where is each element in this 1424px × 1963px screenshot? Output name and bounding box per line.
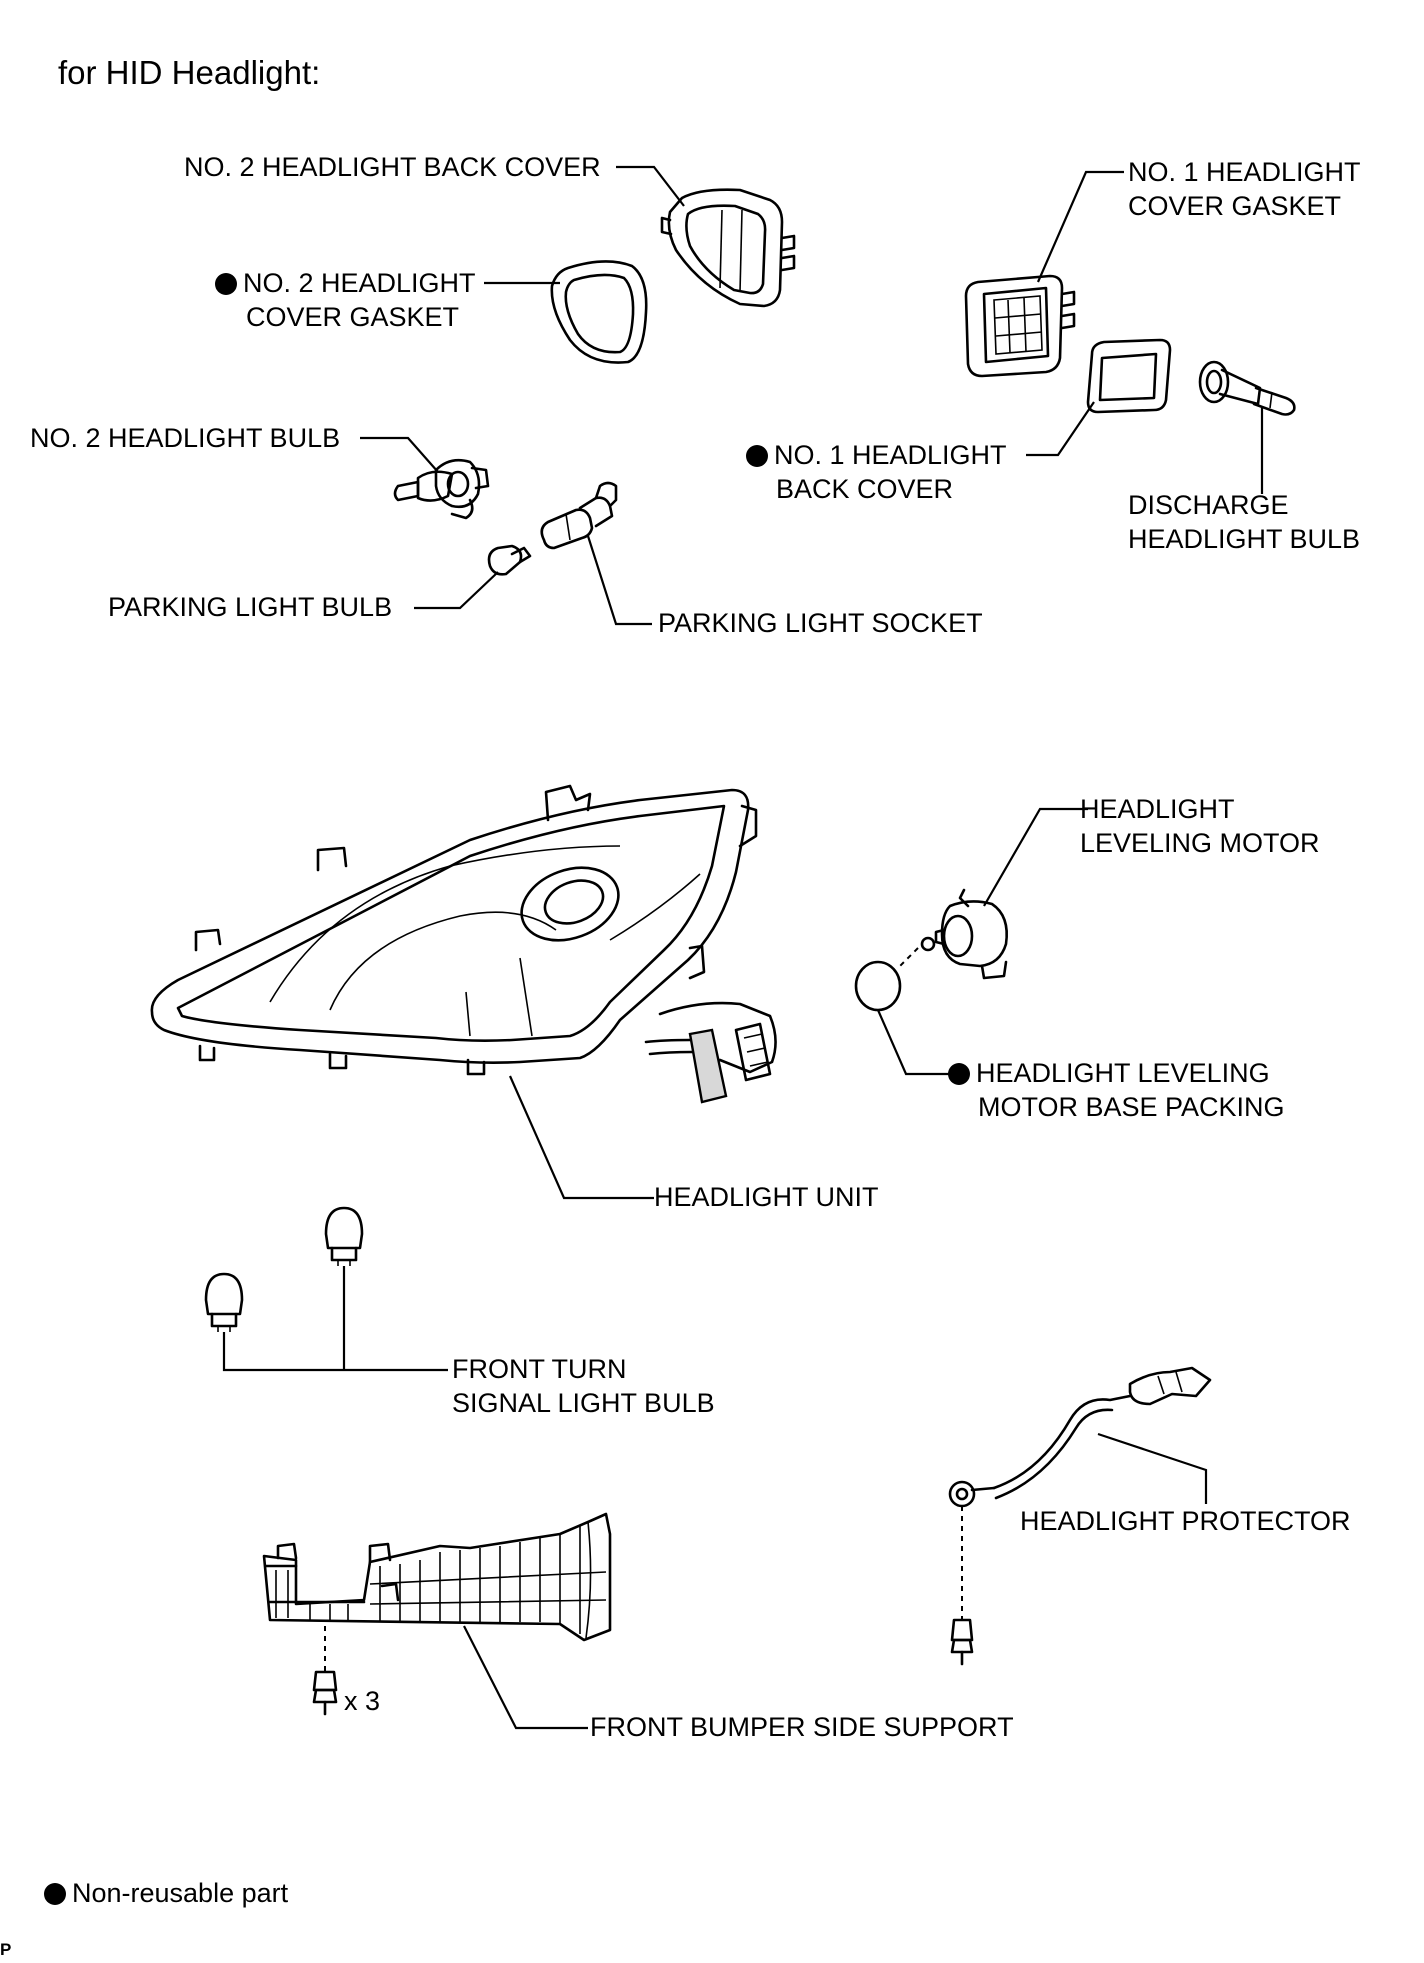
label-no1-back-cover-line2: BACK COVER <box>776 474 954 504</box>
label-no2-cover-gasket: NO. 2 HEADLIGHT <box>215 266 476 300</box>
label-no2-bulb: NO. 2 HEADLIGHT BULB <box>30 423 341 453</box>
no1-back-cover-drawing <box>1086 338 1172 414</box>
label-bumper-support: FRONT BUMPER SIDE SUPPORT <box>590 1712 1014 1742</box>
non-reusable-marker-icon <box>746 445 768 467</box>
non-reusable-marker-icon <box>948 1063 970 1085</box>
leveling-motor-drawing <box>920 888 1008 980</box>
label-headlight-unit: HEADLIGHT UNIT <box>654 1182 879 1212</box>
label-no1-back-cover: NO. 1 HEADLIGHT <box>746 438 1007 472</box>
label-parking-socket: PARKING LIGHT SOCKET <box>658 608 983 638</box>
no2-cover-gasket-drawing <box>550 260 648 364</box>
label-leveling-motor: HEADLIGHT <box>1080 794 1235 824</box>
non-reusable-marker-icon <box>44 1883 66 1905</box>
headlight-unit-drawing <box>150 784 777 1104</box>
label-leveling-packing: HEADLIGHT LEVELING <box>948 1056 1270 1090</box>
legend-non-reusable: Non-reusable part <box>44 1876 288 1910</box>
turn-bulb-drawing <box>204 1206 364 1332</box>
leveling-packing-drawing <box>854 960 902 1012</box>
label-discharge-bulb: DISCHARGE <box>1128 490 1289 520</box>
label-discharge-bulb-line2: HEADLIGHT BULB <box>1128 524 1361 554</box>
label-turn-bulb: FRONT TURN <box>452 1354 627 1384</box>
bumper-support-drawing <box>262 1512 612 1716</box>
parking-socket-drawing <box>540 481 618 550</box>
non-reusable-marker-icon <box>215 273 237 295</box>
label-protector: HEADLIGHT PROTECTOR <box>1020 1506 1351 1536</box>
parking-bulb-drawing <box>487 544 532 576</box>
no2-bulb-drawing <box>393 458 490 520</box>
no1-cover-gasket-drawing <box>964 274 1076 378</box>
page-heading: for HID Headlight: <box>58 54 321 91</box>
label-no2-back-cover: NO. 2 HEADLIGHT BACK COVER <box>184 152 601 182</box>
discharge-bulb-drawing <box>1198 360 1296 416</box>
dashed-lines <box>324 947 963 1672</box>
protector-drawing <box>948 1366 1212 1666</box>
label-no1-cover-gasket-line2: COVER GASKET <box>1128 191 1342 221</box>
leader-lines <box>222 165 1264 1730</box>
label-no2-cover-gasket-line2: COVER GASKET <box>246 302 460 332</box>
quantity-note: x 3 <box>344 1686 381 1716</box>
label-turn-bulb-line2: SIGNAL LIGHT BULB <box>452 1388 715 1418</box>
corner-mark: P <box>0 1940 12 1959</box>
label-no1-cover-gasket: NO. 1 HEADLIGHT <box>1128 157 1361 187</box>
no2-back-cover-drawing <box>660 188 796 308</box>
label-parking-bulb: PARKING LIGHT BULB <box>108 592 393 622</box>
label-leveling-packing-line2: MOTOR BASE PACKING <box>978 1092 1285 1122</box>
label-leveling-motor-line2: LEVELING MOTOR <box>1080 828 1320 858</box>
